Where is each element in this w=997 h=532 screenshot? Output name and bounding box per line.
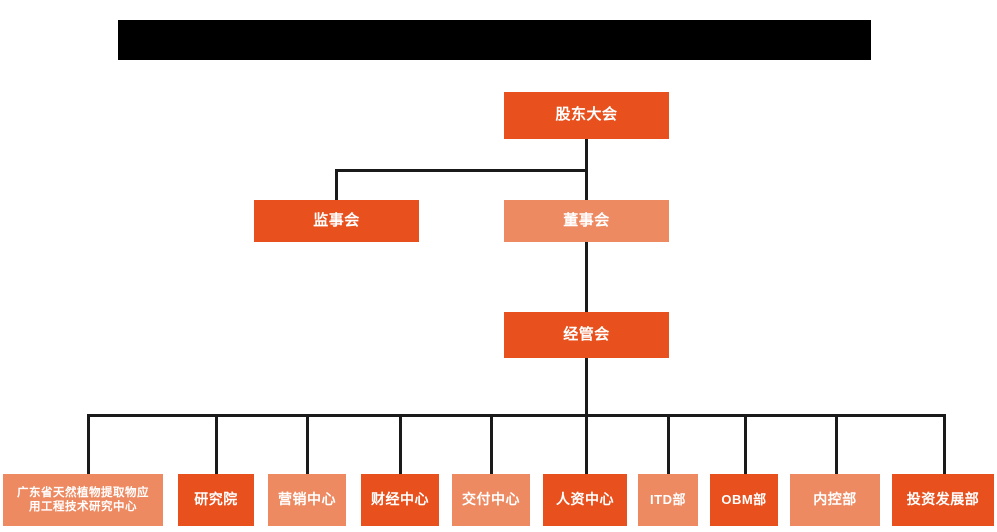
- node-obm-dept[interactable]: OBM部: [710, 474, 778, 526]
- node-finance-center[interactable]: 财经中心: [361, 474, 439, 526]
- connector-drop-gd-research-center: [87, 414, 90, 474]
- connector-drop-finance-center: [399, 414, 402, 474]
- node-supervisors-label: 监事会: [313, 211, 360, 229]
- node-marketing-center[interactable]: 营销中心: [268, 474, 346, 526]
- node-shareholders-label: 股东大会: [555, 106, 618, 124]
- connector-drop-internal-control-dept: [835, 414, 838, 474]
- connector-drop-investment-development-dept: [943, 414, 946, 474]
- node-internal-control-dept-label: 内控部: [813, 491, 857, 508]
- node-hr-center-label: 人资中心: [556, 491, 614, 508]
- node-directors-label: 董事会: [563, 211, 610, 229]
- node-research-institute-label: 研究院: [194, 491, 238, 508]
- redacted-title-bar: [118, 20, 871, 60]
- connector-drop-hr-center: [585, 414, 588, 474]
- node-gd-research-center[interactable]: 广东省天然植物提取物应 用工程技术研究中心: [3, 474, 163, 526]
- node-supervisors[interactable]: 监事会: [254, 200, 419, 242]
- connector-drop-marketing-center: [306, 414, 309, 474]
- node-shareholders[interactable]: 股东大会: [504, 92, 669, 139]
- node-itd-dept[interactable]: ITD部: [638, 474, 698, 526]
- node-finance-center-label: 财经中心: [371, 491, 429, 508]
- node-hr-center[interactable]: 人资中心: [543, 474, 627, 526]
- node-itd-dept-label: ITD部: [650, 492, 686, 508]
- connector-drop-itd-dept: [667, 414, 670, 474]
- node-gd-research-center-label-line2: 用工程技术研究中心: [29, 501, 137, 513]
- node-management-committee-label: 经管会: [563, 325, 610, 343]
- connector-down-directors: [585, 169, 588, 200]
- connector-management-down: [585, 358, 588, 415]
- node-directors[interactable]: 董事会: [504, 200, 669, 242]
- connector-drop-obm-dept: [744, 414, 747, 474]
- connector-directors-to-management: [585, 241, 588, 312]
- node-marketing-center-label: 营销中心: [278, 491, 336, 508]
- node-delivery-center[interactable]: 交付中心: [452, 474, 530, 526]
- node-management-committee[interactable]: 经管会: [504, 312, 669, 358]
- node-delivery-center-label: 交付中心: [462, 491, 520, 508]
- node-obm-dept-label: OBM部: [721, 492, 767, 508]
- node-research-institute[interactable]: 研究院: [178, 474, 254, 526]
- connector-down-supervisors: [335, 169, 338, 200]
- connector-drop-research-institute: [215, 414, 218, 474]
- connector-drop-delivery-center: [490, 414, 493, 474]
- connector-shareholders-down: [585, 139, 588, 172]
- node-gd-research-center-label-line1: 广东省天然植物提取物应: [17, 486, 149, 499]
- node-investment-development-dept[interactable]: 投资发展部: [892, 474, 994, 526]
- node-investment-development-dept-label: 投资发展部: [906, 491, 980, 508]
- connector-bus-level4: [87, 414, 946, 417]
- node-internal-control-dept[interactable]: 内控部: [790, 474, 880, 526]
- connector-bus-level2: [335, 169, 588, 172]
